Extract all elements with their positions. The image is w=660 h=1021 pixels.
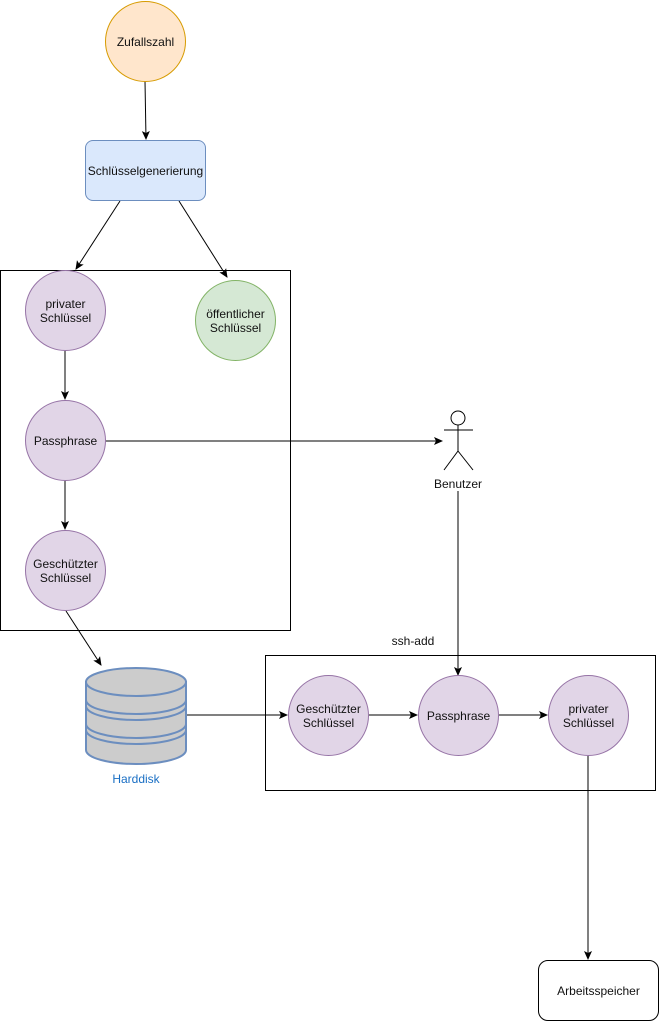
private-key-node[interactable]: privater Schlüssel — [25, 270, 106, 351]
protected-key-node[interactable]: Geschützter Schlüssel — [25, 530, 106, 611]
passphrase-node-2[interactable]: Passphrase — [418, 675, 499, 756]
memory-node[interactable]: Arbeitsspeicher — [538, 960, 659, 1021]
edge-keygen-to-public — [178, 200, 228, 278]
harddisk-icon — [85, 667, 187, 765]
edge-protected-to-harddisk — [65, 610, 102, 666]
private-key-node-2[interactable]: privater Schlüssel — [548, 675, 629, 756]
harddisk-label: Harddisk — [112, 772, 160, 786]
user-actor-icon — [443, 410, 474, 471]
edge-random-to-keygen — [141, 80, 150, 140]
passphrase-node[interactable]: Passphrase — [25, 400, 106, 481]
ssh-add-group — [265, 655, 656, 791]
protected-key-node-2[interactable]: Geschützter Schlüssel — [288, 675, 369, 756]
random-number-node[interactable]: Zufallszahl — [105, 1, 186, 82]
key-generation-node[interactable]: Schlüsselgenerierung — [85, 140, 206, 201]
user-label: Benutzer — [433, 477, 483, 491]
edge-keygen-to-private — [75, 200, 121, 270]
ssh-add-label: ssh-add — [391, 634, 435, 648]
keygen-group — [0, 270, 291, 631]
public-key-node[interactable]: öffentlicher Schlüssel — [195, 280, 276, 361]
